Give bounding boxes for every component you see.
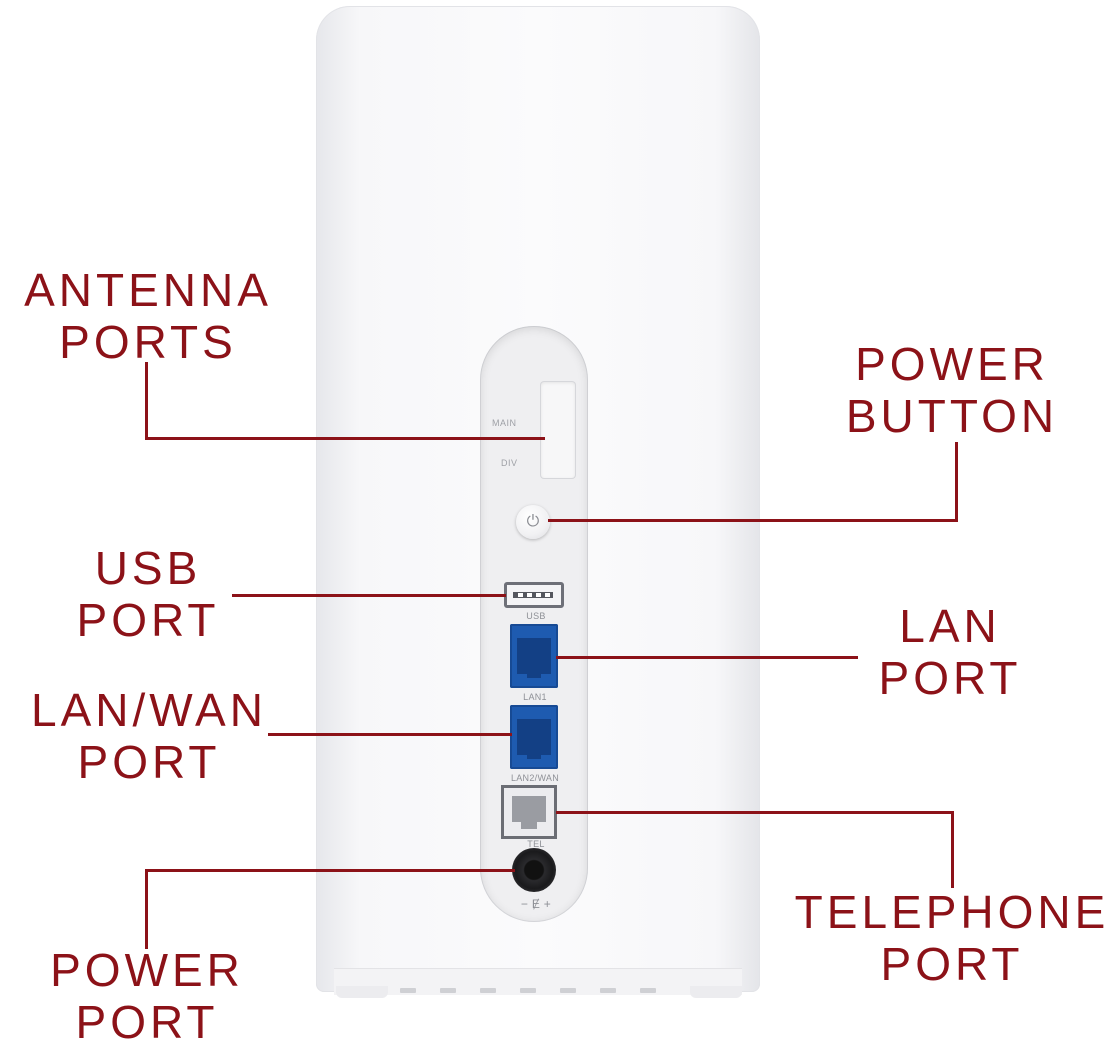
callout-line-1: LAN — [899, 600, 1001, 652]
lan-wan-port-callout: LAN/WAN PORT — [6, 684, 292, 788]
vent-slot — [440, 988, 456, 993]
callout-line-2: PORT — [76, 594, 220, 646]
usb-port-label: USB — [526, 611, 546, 621]
telephone-callout-line — [951, 811, 954, 888]
lan-wan-callout-line — [268, 733, 512, 736]
callout-line-1: LAN/WAN — [31, 684, 267, 736]
power-button-callout-line — [548, 519, 958, 522]
lan-callout-line — [556, 656, 858, 659]
power-port-callout-line — [145, 869, 148, 949]
callout-line-2: PORT — [878, 652, 1022, 704]
usb-port-callout: USB PORT — [70, 542, 226, 646]
power-button-callout: POWER BUTTON — [844, 338, 1060, 442]
antenna-main-label: MAIN — [492, 418, 517, 428]
vent-slot — [600, 988, 616, 993]
vent-slot — [520, 988, 536, 993]
lan-port-callout: LAN PORT — [872, 600, 1028, 704]
antenna-callout-line — [145, 362, 148, 440]
usb-port — [504, 582, 564, 608]
callout-line-2: PORTS — [59, 316, 237, 368]
tel-port-label: TEL — [527, 839, 545, 849]
callout-line-1: POWER — [50, 944, 244, 996]
callout-line-1: TELEPHONE — [794, 886, 1110, 938]
router-foot-left — [336, 986, 388, 998]
lan2-wan-port — [510, 705, 558, 769]
power-jack — [512, 848, 556, 892]
usb-callout-line — [232, 594, 506, 597]
dc-polarity-label: − Ɇ + — [520, 897, 552, 911]
router-base — [334, 968, 742, 995]
callout-line-1: ANTENNA — [24, 264, 272, 316]
antenna-ports-callout: ANTENNA PORTS — [14, 264, 282, 368]
callout-line-1: POWER — [855, 338, 1049, 390]
vent-slot — [400, 988, 416, 993]
telephone-callout-line — [556, 811, 954, 814]
lan2-wan-port-label: LAN2/WAN — [510, 773, 560, 783]
callout-line-2: BUTTON — [845, 390, 1059, 442]
callout-line-1: USB — [94, 542, 202, 594]
vent-slot — [480, 988, 496, 993]
antenna-callout-line — [145, 437, 545, 440]
lan1-port-label: LAN1 — [523, 692, 547, 702]
lan1-port — [510, 624, 558, 688]
power-button: ⏻ — [516, 505, 550, 539]
antenna-port-cover — [541, 382, 575, 478]
power-icon: ⏻ — [526, 513, 540, 530]
vent-slot — [640, 988, 656, 993]
power-button-callout-line — [955, 442, 958, 522]
power-port-callout: POWER PORT — [44, 944, 250, 1048]
callout-line-2: PORT — [880, 938, 1024, 990]
callout-line-2: PORT — [77, 736, 221, 788]
callout-line-2: PORT — [75, 996, 219, 1048]
router-foot-right — [690, 986, 742, 998]
antenna-div-label: DIV — [501, 458, 518, 468]
power-port-callout-line — [145, 869, 515, 872]
vent-slot — [560, 988, 576, 993]
telephone-port-callout: TELEPHONE PORT — [790, 886, 1114, 990]
telephone-port — [501, 785, 557, 839]
